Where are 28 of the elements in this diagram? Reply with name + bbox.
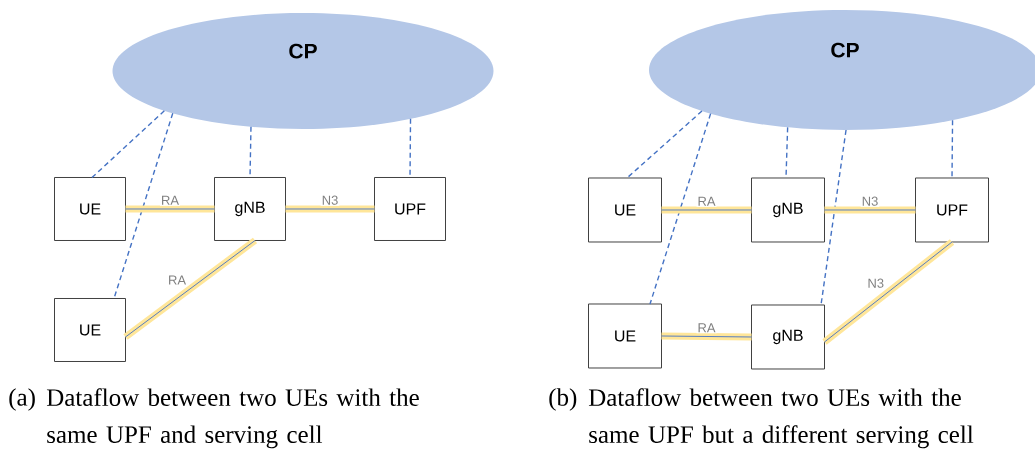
box: UPF: [374, 177, 446, 241]
edge-label: N3: [860, 195, 880, 207]
edge-label: N3: [320, 194, 340, 206]
dashed-line: [91, 110, 166, 179]
dashed-line: [626, 110, 703, 179]
box: UE: [588, 177, 662, 243]
edge-label: RA: [696, 322, 717, 334]
link-line: [824, 206, 916, 214]
link-line: [123, 237, 258, 340]
edge-label: RA: [696, 195, 717, 207]
box: gNB: [214, 177, 286, 241]
dashed-line: [951, 119, 954, 179]
box: UE: [54, 298, 126, 362]
dashed-line: [649, 112, 712, 305]
edge-label: N3: [866, 277, 886, 289]
caption: Dataflow between two UEs with the same UPF and serving cell: [46, 388, 419, 449]
box: gNB: [751, 177, 825, 243]
box: UE: [54, 177, 126, 241]
edge-label: RA: [160, 194, 181, 206]
box: UPF: [915, 177, 989, 243]
link-line: [822, 239, 955, 345]
edge-label: RA: [167, 274, 188, 286]
box: gNB: [751, 304, 825, 370]
panel-label: (a): [9, 388, 35, 411]
caption: Dataflow between two UEs with the same UPF but a different serving cell: [588, 388, 974, 449]
box: UE: [588, 303, 662, 369]
dashed-line: [820, 129, 847, 306]
panel-label: (b): [549, 388, 577, 411]
